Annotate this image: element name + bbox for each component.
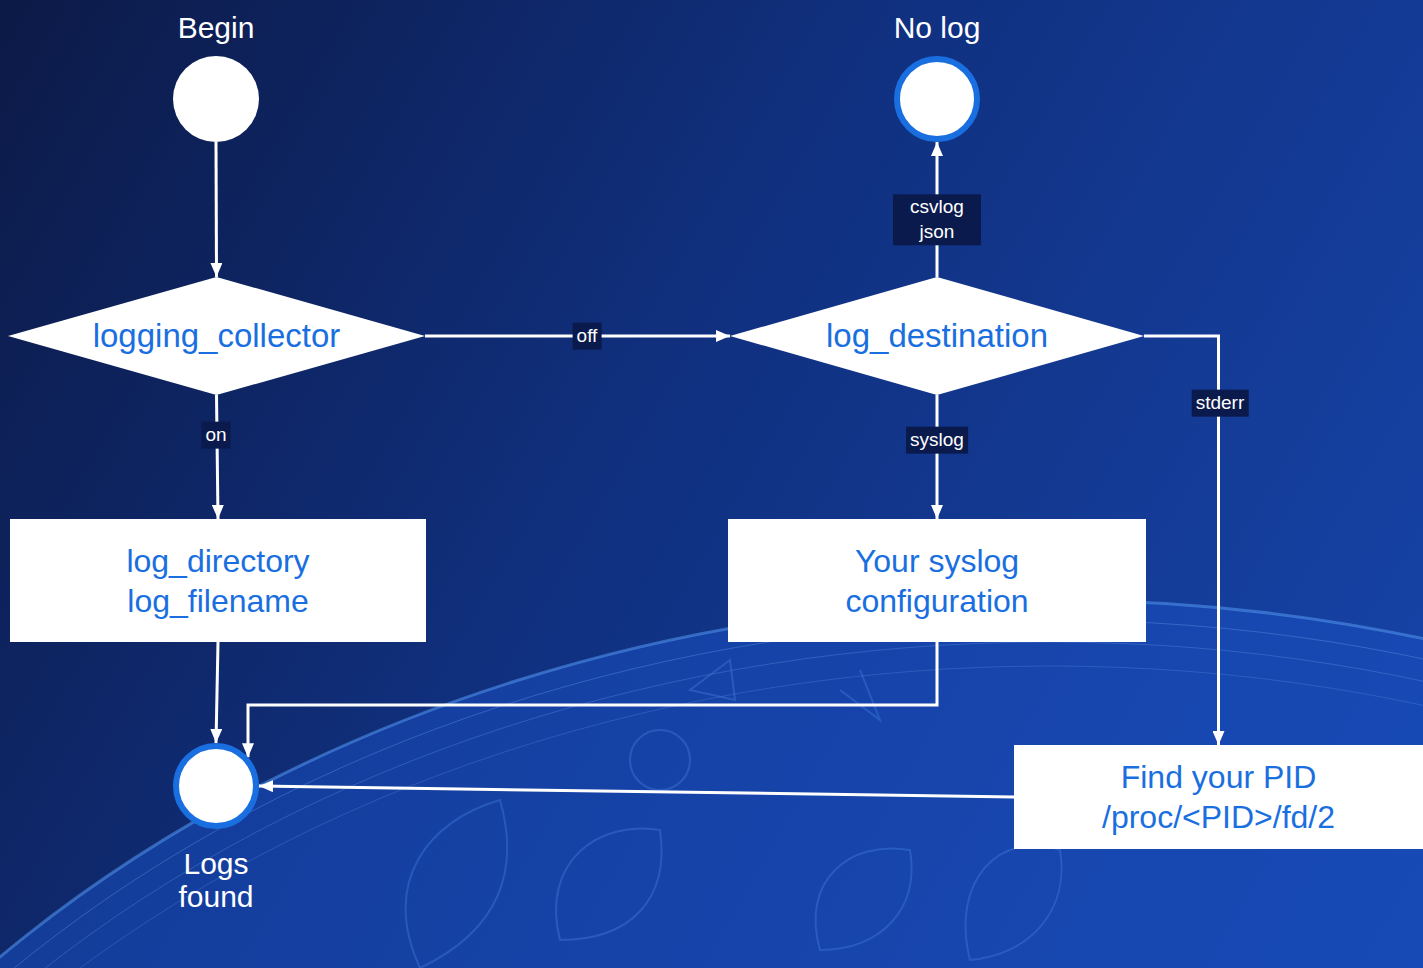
edge-label: off [573,323,602,350]
process-box: log_directory log_filename [10,519,426,642]
ring-outline [630,730,690,790]
connector-arrow [216,642,218,743]
terminal-circle: Begin [173,56,259,142]
decision-diamond: log_destination [730,277,1144,395]
edge-label: syslog [906,427,968,454]
terminal-label: Begin [178,11,255,44]
arrow-outline [690,660,735,700]
edge-label: csvlog json [893,194,981,245]
circle-outline [173,56,259,142]
diamond-shape [730,277,1144,395]
circle-outline [173,743,259,829]
decision-diamond: logging_collector [8,277,425,395]
planet-rim [0,600,1423,968]
terminal-label: No log [894,11,981,44]
planet-shape [0,600,1423,968]
circle-outline [894,56,980,142]
edge-label: stderr [1192,390,1249,417]
process-box: Find your PID /proc/<PID>/fd/2 [1014,745,1423,849]
circle-shape [176,746,256,826]
process-text: log_directory log_filename [83,541,353,621]
connector-arrow [217,395,219,519]
planet-arc [0,642,1423,968]
decision-text: logging_collector [93,316,341,356]
circle-shape [173,56,259,142]
decision-text: log_destination [826,316,1048,356]
leaf-outline [966,846,1062,960]
process-box: Your syslog configuration [728,519,1146,642]
edge-label: on [201,422,230,449]
process-text: Your syslog configuration [802,541,1072,621]
leaf-outline [816,848,912,950]
connector-arrow [215,142,219,277]
connector-arrow [248,642,937,757]
planet-arc [0,620,1423,968]
terminal-label: Logs found [161,847,271,913]
leaf-outline [556,828,661,940]
process-text: Find your PID /proc/<PID>/fd/2 [1084,757,1354,837]
terminal-circle: Logs found [173,743,259,829]
terminal-circle: No log [894,56,980,142]
planet-arc [0,666,1423,968]
connector-arrow [259,786,1014,797]
connector-arrow [936,395,939,519]
arrow-outline [840,670,880,720]
circle-shape [897,59,977,139]
leaf-outline [406,800,507,968]
diamond-shape [8,277,425,395]
